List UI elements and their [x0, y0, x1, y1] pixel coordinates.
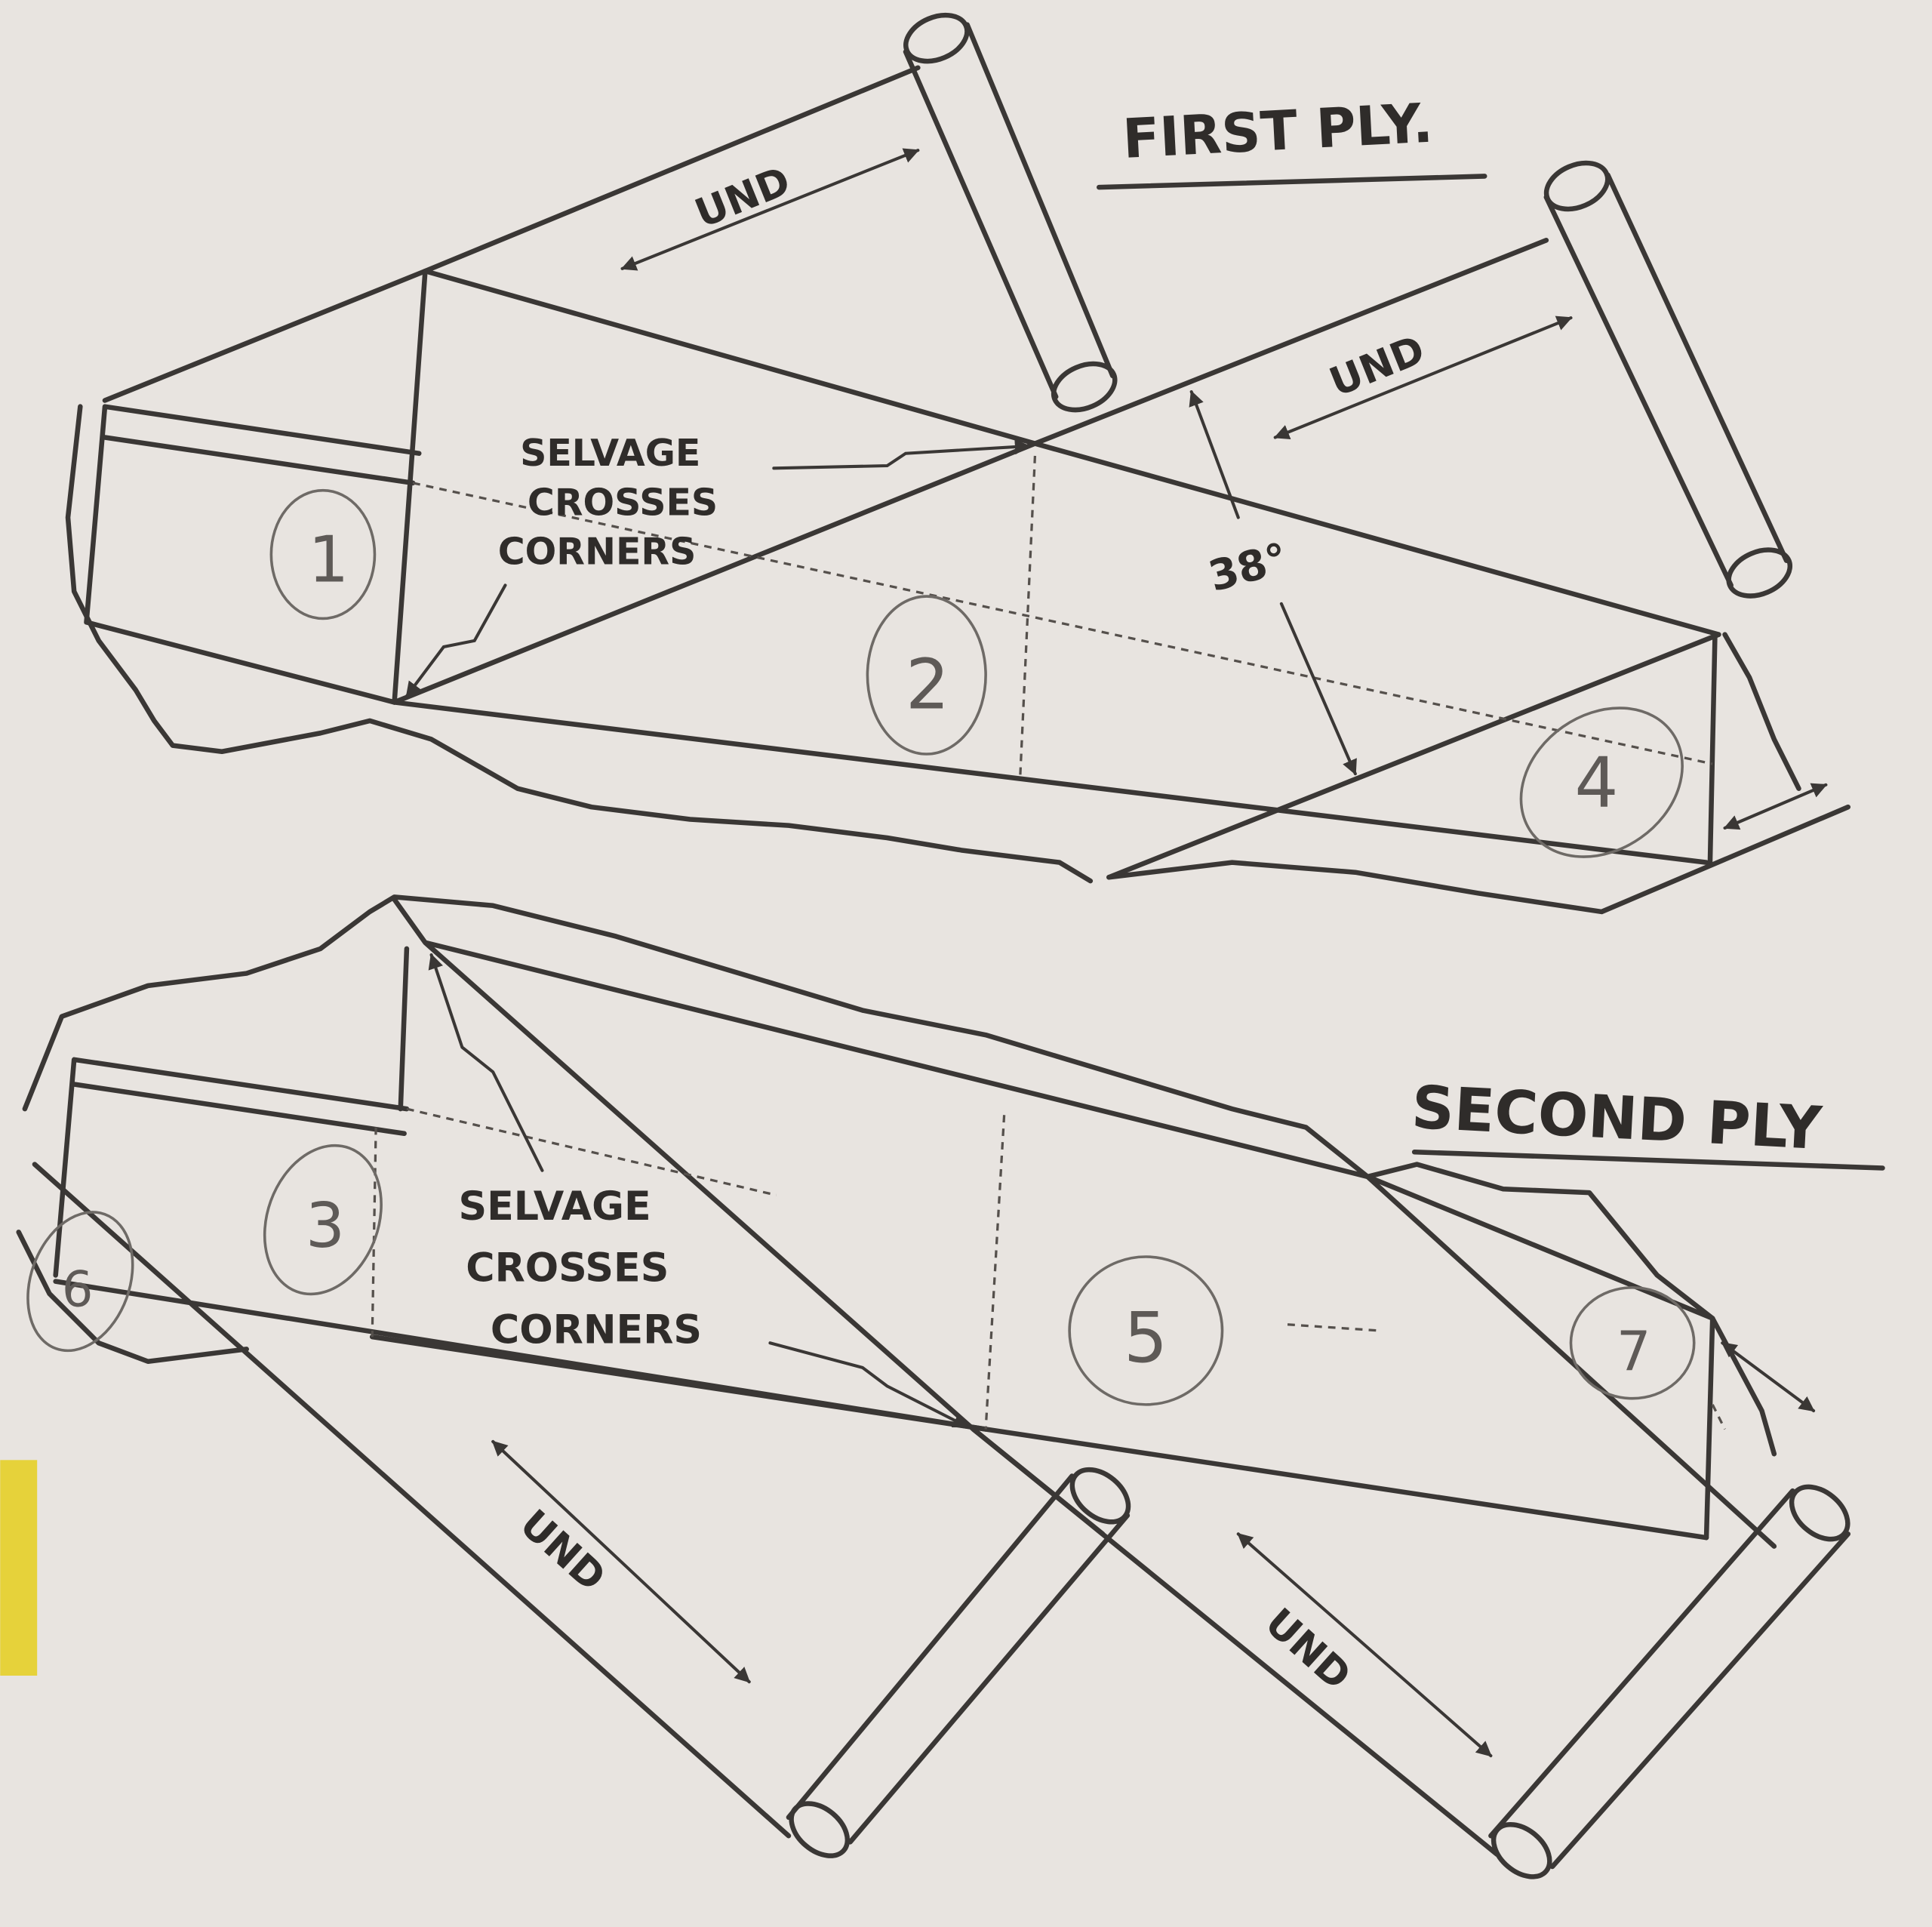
first-ply-bottom-edge — [392, 700, 1709, 865]
second-ply-title: SECOND PLY — [1410, 1073, 1824, 1163]
selvage-pointer — [768, 1341, 969, 1429]
selvage-pointer — [428, 953, 544, 1172]
svg-text:2: 2 — [906, 645, 949, 725]
svg-text:7: 7 — [1617, 1319, 1651, 1383]
svg-text:6: 6 — [62, 1261, 94, 1318]
piece-5-marker: 5 — [1068, 1255, 1224, 1406]
second-ply-right-band — [971, 1427, 1500, 1857]
roll-2 — [1543, 160, 1793, 599]
first-ply-torn-edge — [65, 404, 1851, 915]
first-ply-top-edge — [102, 65, 921, 403]
selvage-label: SELVAGE CROSSES CORNERS — [498, 432, 731, 574]
first-ply-lower-band — [1106, 632, 1721, 880]
und-label: UND — [1257, 1600, 1359, 1699]
piece-1-marker: 1 — [269, 488, 377, 620]
first-ply-title-underline — [1097, 174, 1487, 190]
first-ply-title: FIRST PLY. — [1121, 91, 1434, 171]
first-ply-dashed-line — [412, 455, 1713, 777]
second-ply-title-underline — [1411, 1149, 1885, 1171]
second-ply-dashed-line — [371, 1107, 1726, 1430]
piece-4-outline — [1707, 632, 1718, 865]
selvage-pointer — [405, 583, 507, 698]
und-arrow — [1273, 316, 1573, 440]
und-arrow — [491, 1439, 751, 1684]
piece-4-marker: 4 — [1519, 706, 1684, 858]
first-ply-group: FIRST PLY. UND UND SELVAGE CROSSES CORNE… — [65, 12, 1851, 915]
roll-4 — [1488, 1484, 1851, 1879]
svg-text:5: 5 — [1124, 1297, 1168, 1378]
piece-6-marker: 6 — [26, 1211, 134, 1353]
selvage-label: SELVAGE CROSSES CORNERS — [458, 1184, 702, 1353]
svg-text:3: 3 — [306, 1190, 345, 1262]
roll-1 — [903, 12, 1118, 413]
width-arrow — [1721, 1341, 1816, 1413]
und-arrow — [620, 148, 920, 271]
second-ply-left-band — [32, 1162, 989, 1839]
roll-3 — [786, 1467, 1131, 1858]
svg-text:1: 1 — [308, 522, 349, 597]
first-ply-cross-line — [392, 238, 1549, 705]
width-arrow — [1723, 783, 1828, 830]
svg-text:4: 4 — [1574, 743, 1618, 823]
angle-label: 38° — [1204, 534, 1293, 602]
second-ply-group: SECOND PLY UND UND SELVAGE CROSSES CORNE… — [16, 894, 1885, 1879]
und-arrow — [1236, 1532, 1493, 1758]
und-label: UND — [511, 1501, 614, 1600]
angle-arrow — [1279, 602, 1357, 776]
piece-7-outline — [1364, 1174, 1715, 1541]
piece-1-outline — [84, 268, 428, 705]
piece-3-outline — [53, 946, 1709, 1541]
piece-3-marker: 3 — [263, 1144, 383, 1296]
second-ply-torn-edge — [16, 894, 1777, 1457]
selvage-pointer — [772, 439, 1031, 470]
und-label: UND — [689, 159, 797, 237]
piece-7-marker: 7 — [1569, 1286, 1696, 1400]
piece-2-marker: 2 — [866, 595, 987, 756]
und-label: UND — [1324, 328, 1432, 406]
angle-arrow — [1189, 390, 1240, 519]
yellow-highlight-mark — [0, 1460, 38, 1676]
